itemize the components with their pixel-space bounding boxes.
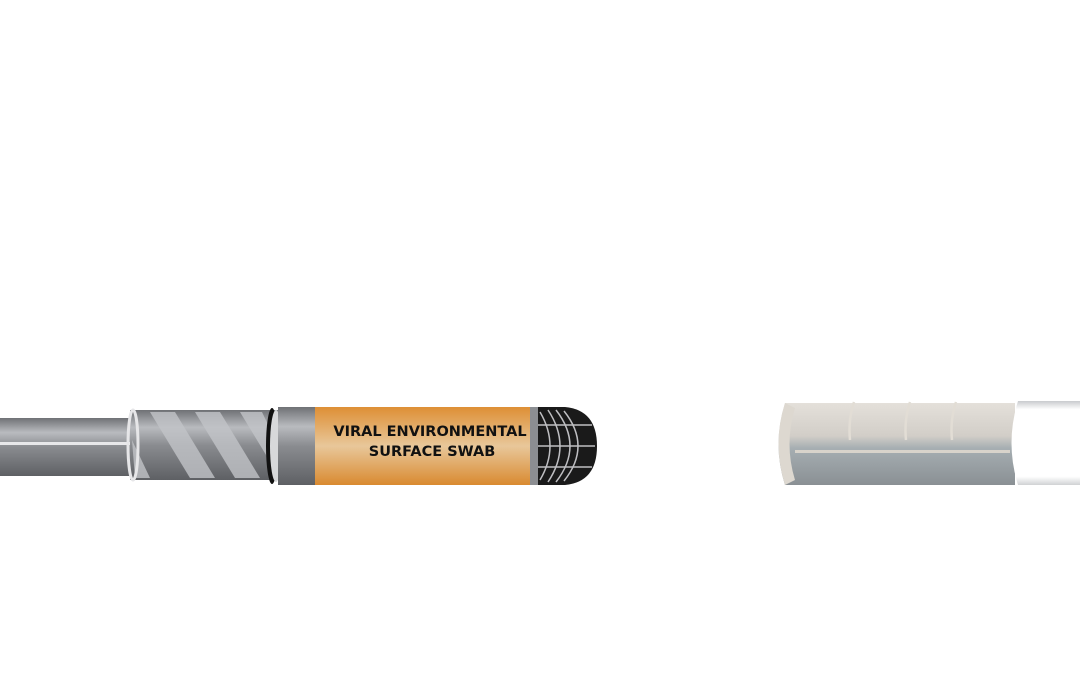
tube-cap [778, 401, 1015, 485]
spiral-grip [126, 408, 282, 484]
label-band: VIRAL ENVIRONMENTAL SURFACE SWAB [315, 407, 532, 485]
label-line1: VIRAL ENVIRONMENTAL [333, 424, 526, 440]
label-line2: SURFACE SWAB [369, 444, 496, 460]
swab-tip [530, 407, 597, 485]
tube-body [1011, 401, 1080, 485]
swab-shaft [0, 418, 140, 476]
collar [278, 407, 318, 485]
